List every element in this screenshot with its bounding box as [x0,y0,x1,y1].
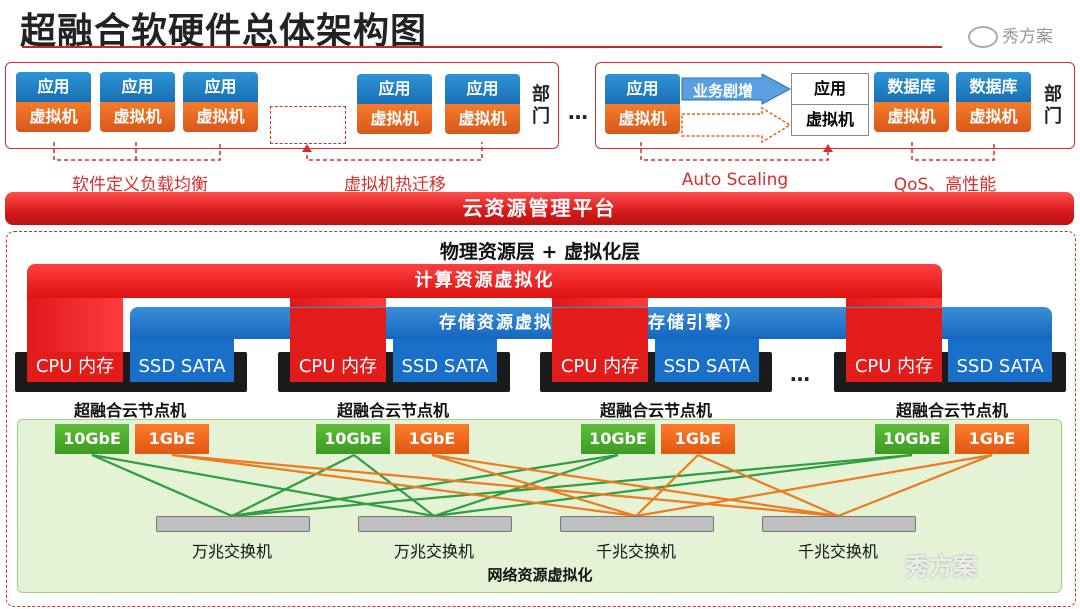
network-virtualization-title: 网络资源虚拟化 [487,566,593,584]
app-block: 应用 [100,72,175,102]
vm-stack: 应用 虚拟机 [445,74,520,134]
vm-stack: 应用 虚拟机 [16,72,91,132]
vm-stack: 应用 虚拟机 [183,72,258,132]
cpu-mem-block: CPU 内存 [846,308,942,382]
nic-1gbe: 1GbE [135,424,209,454]
switch-icon [156,516,310,532]
cpu-mem-block: CPU 内存 [27,352,123,382]
department-label: 部门 [532,84,550,127]
db-block: 数据库 [874,72,949,102]
vm-block: 虚拟机 [605,104,680,134]
switch-label: 万兆交换机 [191,542,272,561]
nic-1gbe: 1GbE [395,424,469,454]
vm-stack: 应用 虚拟机 [357,74,432,134]
vm-stack: 应用 虚拟机 [605,74,680,134]
vm-block: 虚拟机 [16,102,91,132]
vm-block: 虚拟机 [956,102,1031,132]
app-block-outline: 应用 [792,74,868,105]
department-label: 部门 [1044,84,1062,127]
top-connectors [53,142,995,161]
ellipsis: … [790,362,810,386]
nic-1gbe: 1GbE [661,424,735,454]
node-label: 超融合云节点机 [73,401,186,420]
nic-1gbe: 1GbE [955,424,1029,454]
compute-virtualization: 计算资源虚拟化 [27,264,942,298]
vm-block: 虚拟机 [183,102,258,132]
physical-layer-box [6,231,1076,607]
caption-auto-scaling: Auto Scaling [681,170,789,190]
physical-layer-title: 物理资源层 + 虚拟化层 [439,241,641,263]
compute-leg [290,298,386,308]
vm-placeholder [270,106,346,144]
page-title: 超融合软硬件总体架构图 [20,11,428,52]
cloud-management-platform: 云资源管理平台 [5,192,1074,225]
cpu-mem-block: CPU 内存 [290,308,386,382]
cpu-mem-block: CPU 内存 [552,308,648,382]
node-label: 超融合云节点机 [895,401,1008,420]
vm-block: 虚拟机 [357,104,432,134]
switch-icon [762,516,916,532]
vm-stack: 应用 虚拟机 [100,72,175,132]
db-stack: 数据库 虚拟机 [956,72,1031,132]
title-divider [22,46,942,48]
vm-block: 虚拟机 [100,102,175,132]
switch-label: 千兆交换机 [797,542,878,561]
ssd-sata-block: SSD SATA [655,339,759,382]
brand-watermark-bottom: 秀方案 [905,553,977,581]
nic-10gbe: 10GbE [316,424,390,454]
switch-icon [560,516,714,532]
node-label: 超融合云节点机 [336,401,449,420]
vm-stack-scaled: 应用 虚拟机 [791,73,869,136]
app-block: 应用 [445,74,520,104]
ssd-sata-block: SSD SATA [948,339,1052,382]
wechat-icon [968,26,998,48]
compute-leg [27,298,123,352]
db-stack: 数据库 虚拟机 [874,72,949,132]
switch-icon [358,516,512,532]
nic-10gbe: 10GbE [55,424,129,454]
app-block: 应用 [183,72,258,102]
nic-10gbe: 10GbE [875,424,949,454]
caption-qos: QoS、高性能 [893,175,997,195]
app-block: 应用 [357,74,432,104]
scaling-arrows [681,74,792,144]
migration-label: 业务剧增 [692,82,753,100]
db-block: 数据库 [956,72,1031,102]
nic-10gbe: 10GbE [581,424,655,454]
ssd-sata-block: SSD SATA [393,339,497,382]
vm-block: 虚拟机 [874,102,949,132]
ellipsis: … [568,100,588,124]
switch-label: 千兆交换机 [595,542,676,561]
ssd-sata-block: SSD SATA [130,339,234,382]
vm-block-outline: 虚拟机 [805,110,854,129]
app-block: 应用 [16,72,91,102]
vm-block: 虚拟机 [445,104,520,134]
caption-load-balance: 软件定义负载均衡 [72,175,208,195]
caption-vm-migration: 虚拟机热迁移 [344,175,446,195]
switch-label: 万兆交换机 [393,542,474,561]
compute-leg [552,298,648,308]
app-block: 应用 [605,74,680,104]
compute-leg [846,298,942,308]
brand-watermark-top: 秀方案 [968,22,1053,48]
node-label: 超融合云节点机 [599,401,712,420]
